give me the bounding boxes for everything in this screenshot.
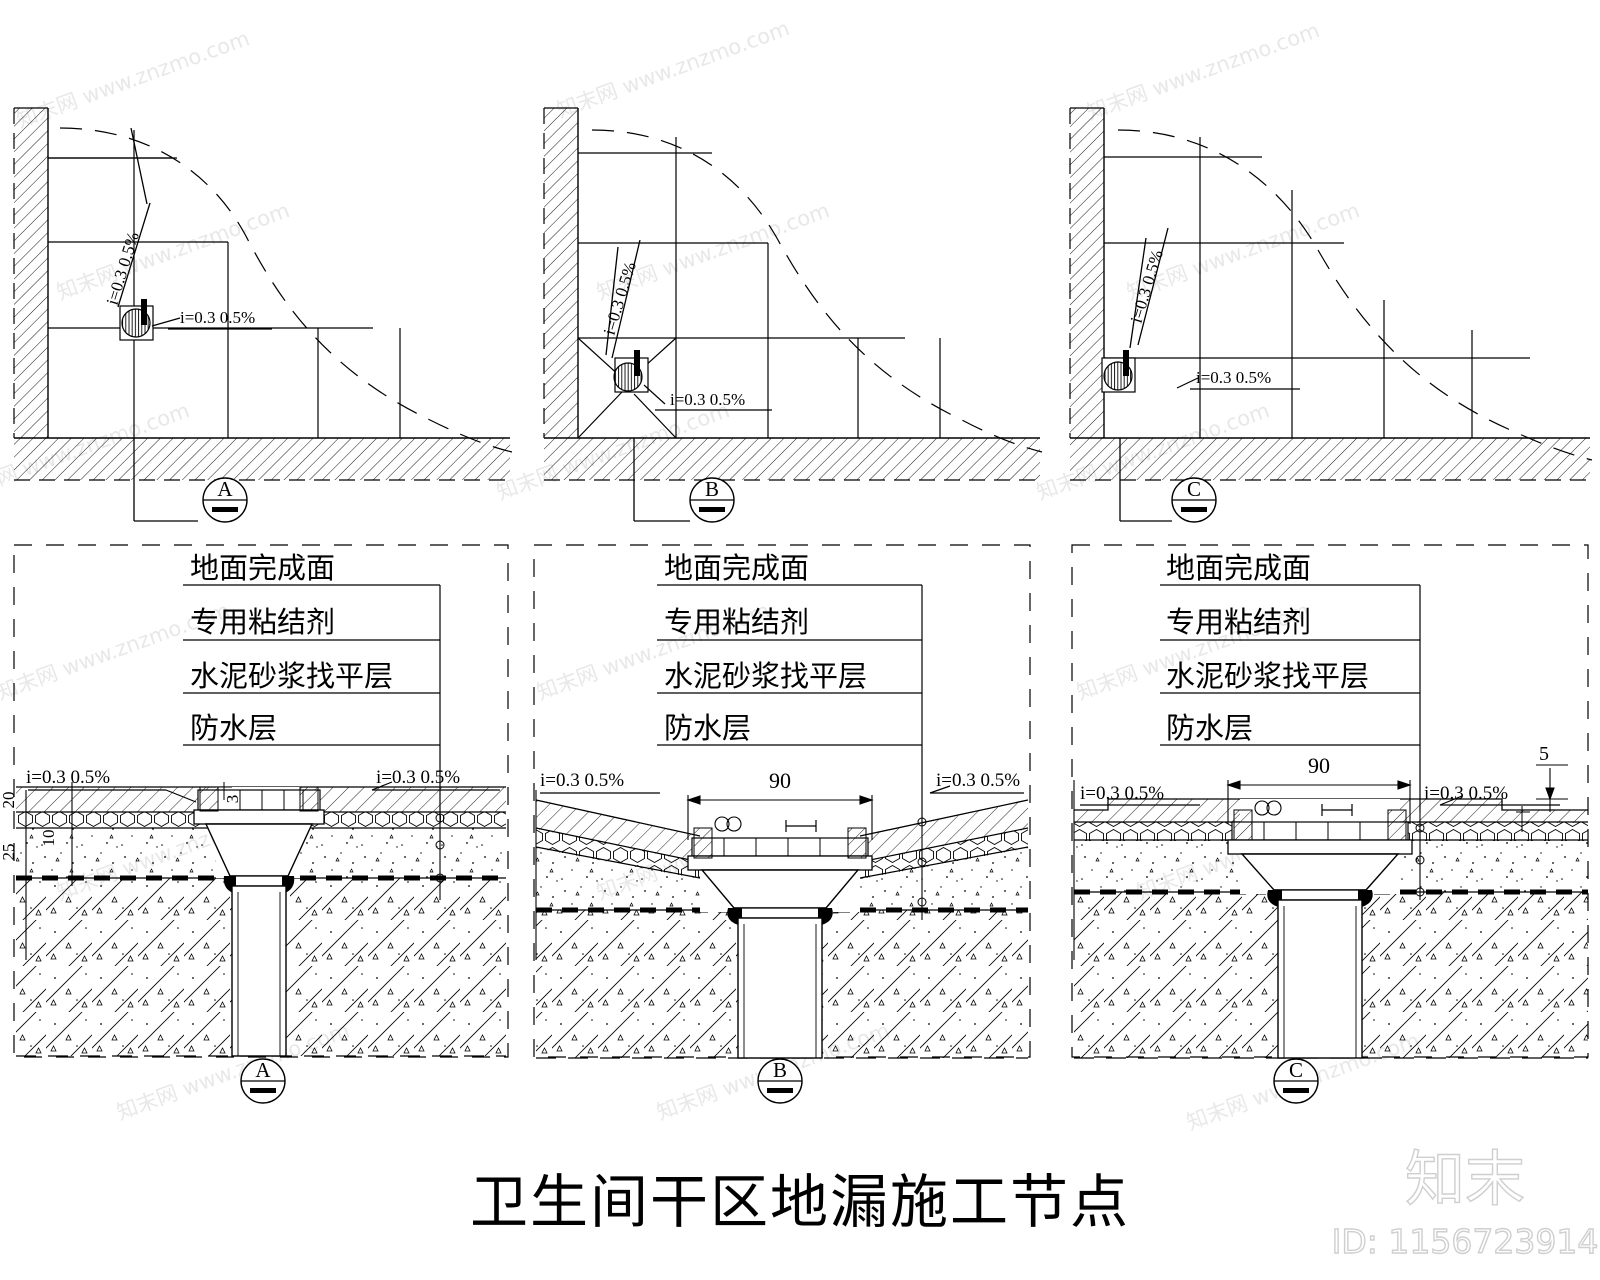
floor-drain-body-c <box>1227 799 1413 1059</box>
svg-text:知末网 www.znzmo.com: 知末网 www.znzmo.com <box>14 26 253 133</box>
section-marker-plan-b <box>689 477 735 523</box>
dimension-label-a-top: 3 <box>223 795 242 804</box>
section-slope-label-b-right: i=0.3 0.5% <box>936 770 1020 791</box>
section-slope-label-c-right: i=0.3 0.5% <box>1424 783 1508 804</box>
section-c <box>1073 584 1588 1059</box>
section-slope-label-a-left: i=0.3 0.5% <box>26 767 110 788</box>
plan-slope-label-b-horizontal: i=0.3 0.5% <box>670 390 745 409</box>
dimension-label-b-90: 90 <box>769 768 791 793</box>
plan-view-b <box>543 107 1043 522</box>
svg-text:知末网 www.znzmo.com: 知末网 www.znzmo.com <box>54 198 293 305</box>
section-marker-plan-b-label: B <box>705 477 719 501</box>
section-slope-label-b-left: i=0.3 0.5% <box>540 770 624 791</box>
section-b <box>535 584 1029 1059</box>
dimension-label-a-10: 10 <box>39 830 58 847</box>
layer-label-b-3: 防水层 <box>664 711 751 745</box>
section-marker-c-label: C <box>1289 1058 1303 1082</box>
watermark-id-text: ID: 1156723914 <box>1332 1222 1599 1261</box>
watermark-logo-text: 知末 <box>1405 1145 1525 1215</box>
section-marker-b-label: B <box>773 1058 787 1082</box>
plan-view-a <box>13 107 513 522</box>
layer-label-a-0: 地面完成面 <box>190 551 335 585</box>
svg-text:知末网 www.znzmo.com: 知末网 www.znzmo.com <box>1084 18 1323 125</box>
floor-drain-symbol-plan-c <box>1101 350 1136 393</box>
section-marker-plan-c <box>1171 477 1217 523</box>
floor-drain-symbol-plan-a <box>119 299 154 341</box>
layer-label-b-2: 水泥砂浆找平层 <box>664 659 867 693</box>
dimension-label-c-5: 5 <box>1539 743 1549 765</box>
layer-label-b-1: 专用粘结剂 <box>664 605 809 639</box>
dimension-chain-a-left <box>25 782 88 960</box>
section-marker-b <box>757 1058 803 1104</box>
layer-label-c-1: 专用粘结剂 <box>1166 605 1311 639</box>
dimension-label-c-90: 90 <box>1308 753 1330 778</box>
section-marker-plan-a-label: A <box>217 477 233 501</box>
dimension-90-b <box>686 795 874 840</box>
section-marker-a-label: A <box>255 1058 271 1082</box>
section-a <box>16 584 506 1057</box>
svg-text:知末网 www.znzmo.com: 知末网 www.znzmo.com <box>554 16 793 123</box>
floor-drain-body-b <box>687 800 873 1059</box>
watermark-brand: 知末 ID: 1156723914 <box>1331 1144 1599 1261</box>
section-marker-plan-c-label: C <box>1187 477 1201 501</box>
layer-label-c-3: 防水层 <box>1166 711 1253 745</box>
plan-slope-label-a-horizontal: i=0.3 0.5% <box>180 308 255 327</box>
section-marker-c <box>1273 1058 1319 1104</box>
layer-label-a-3: 防水层 <box>190 711 277 745</box>
layer-label-a-1: 专用粘结剂 <box>190 605 335 639</box>
section-marker-a <box>240 1058 286 1104</box>
floor-drain-symbol-plan-b <box>613 350 649 393</box>
sheet-title: 卫生间干区地漏施工节点 <box>470 1168 1130 1236</box>
dimension-label-a-20: 20 <box>0 792 18 809</box>
layer-label-b-0: 地面完成面 <box>664 551 809 585</box>
plan-slope-label-c-horizontal: i=0.3 0.5% <box>1196 368 1271 387</box>
dimension-label-a-25: 25 <box>0 844 18 861</box>
section-slope-label-c-left: i=0.3 0.5% <box>1080 783 1164 804</box>
layer-label-a-2: 水泥砂浆找平层 <box>190 659 393 693</box>
floor-drain-body-a <box>193 786 325 1057</box>
plan-view-c <box>1069 107 1593 522</box>
section-marker-plan-a <box>202 477 248 523</box>
section-slope-label-a-right: i=0.3 0.5% <box>376 767 460 788</box>
dimension-90-c <box>1226 780 1412 824</box>
layer-label-c-0: 地面完成面 <box>1166 551 1311 585</box>
layer-label-c-2: 水泥砂浆找平层 <box>1166 659 1369 693</box>
